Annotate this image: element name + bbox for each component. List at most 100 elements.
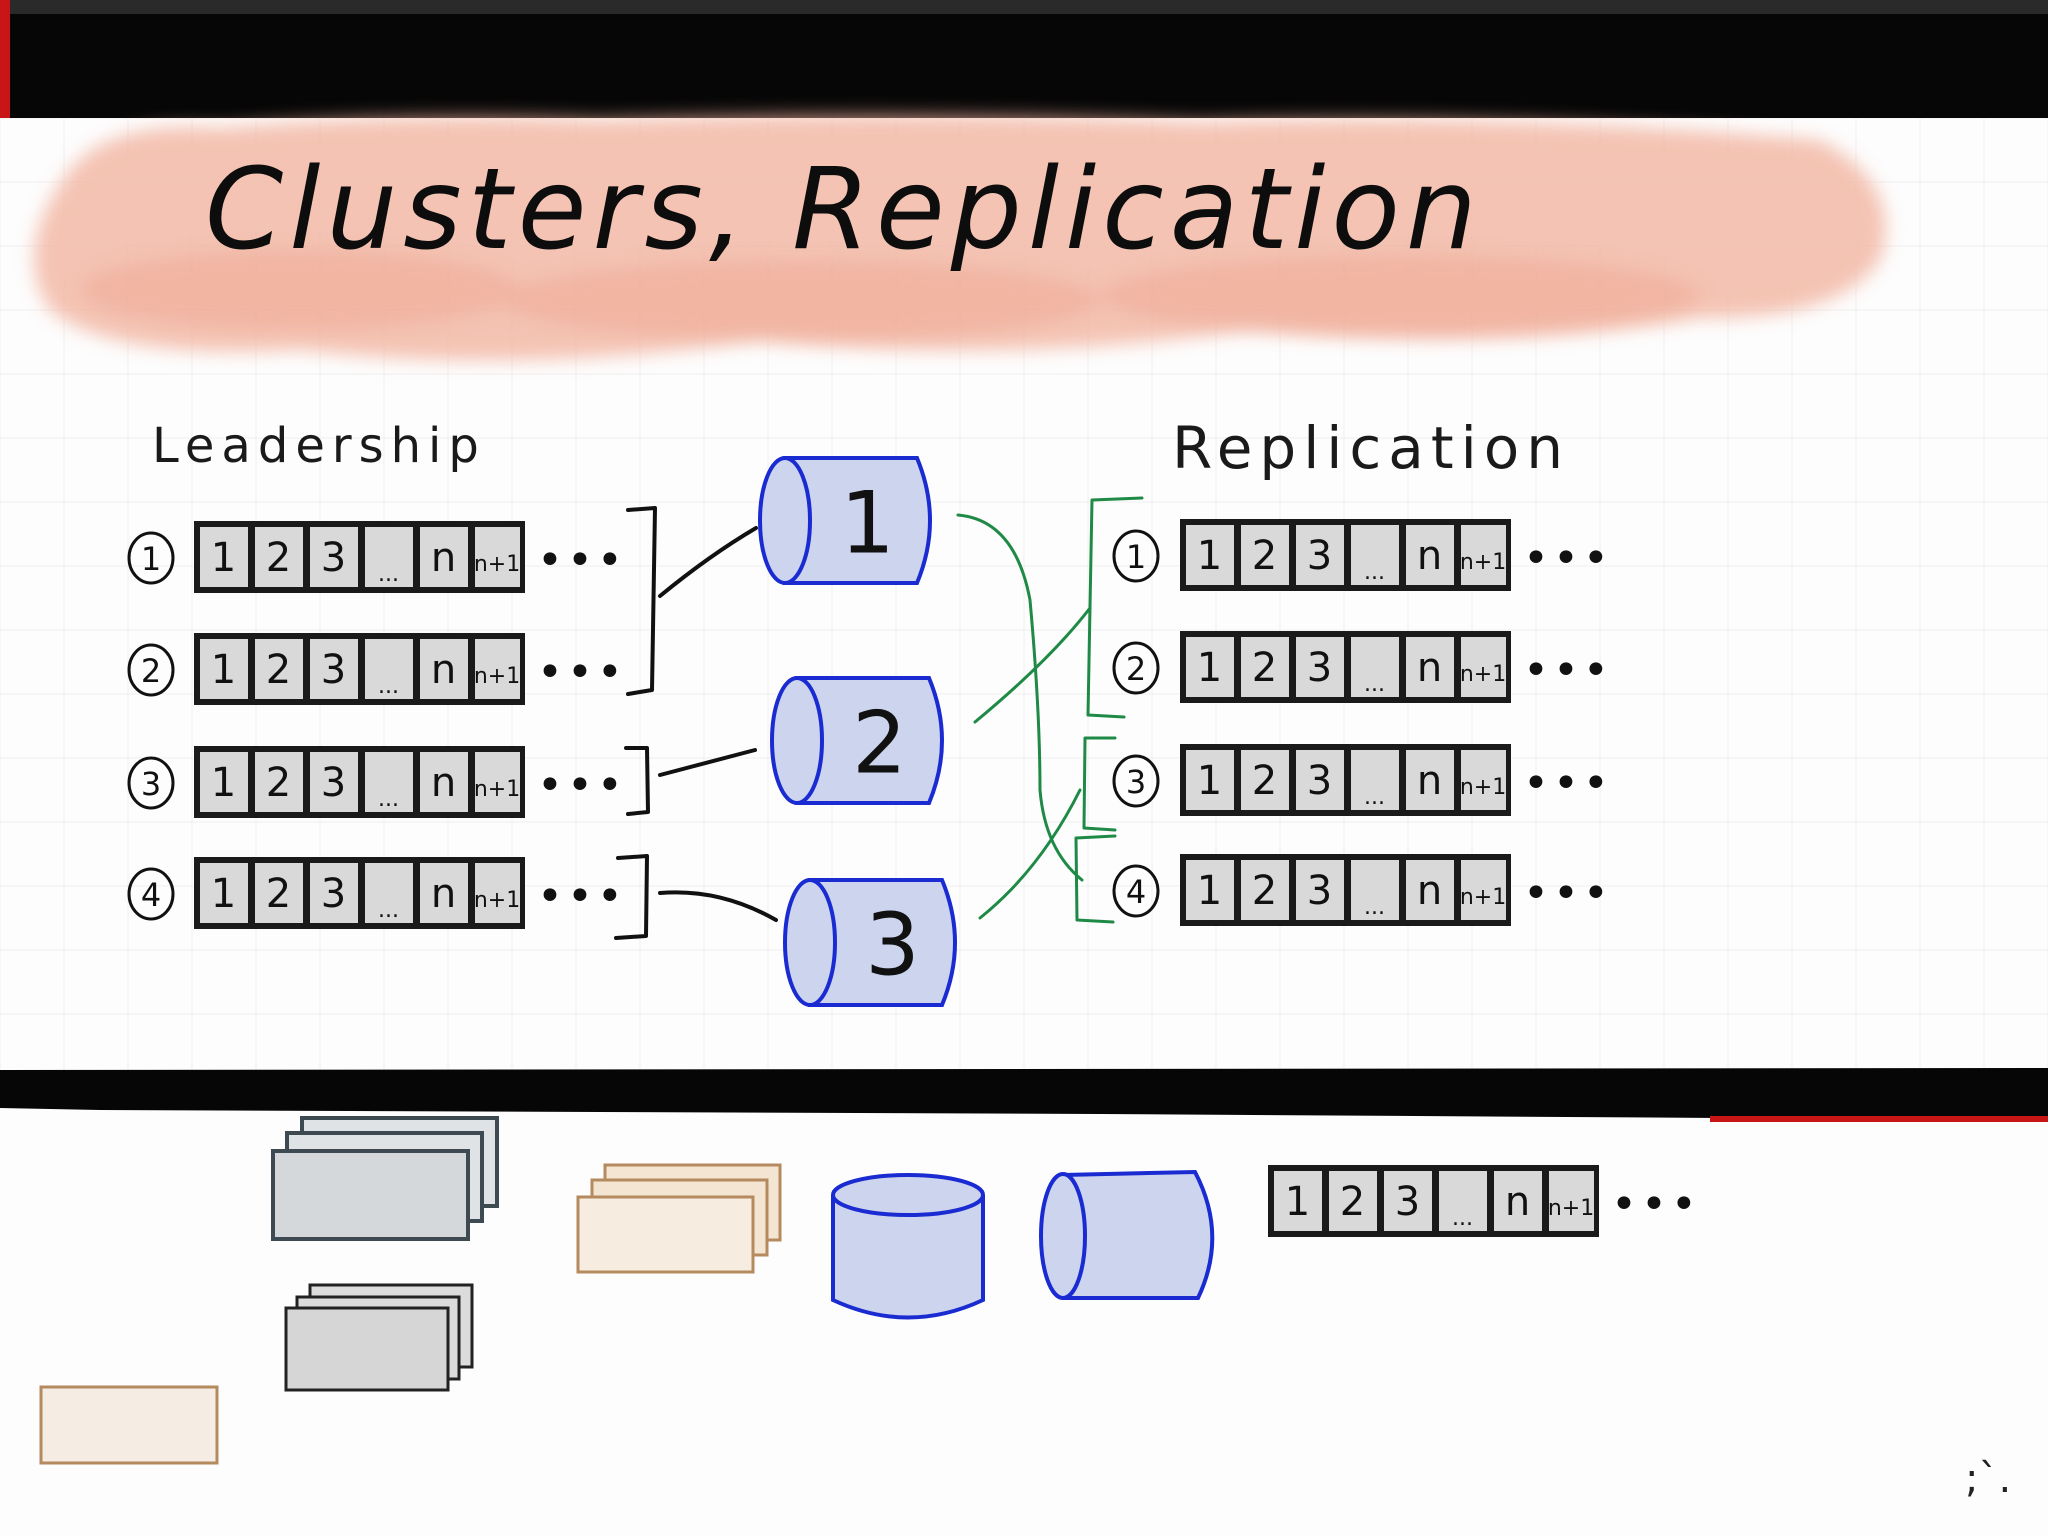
log-cell-label: 3: [1307, 533, 1332, 579]
log-cell: [1186, 860, 1234, 920]
log-cell: [255, 752, 303, 812]
log-cell: [1461, 750, 1506, 810]
log-cell-label: n: [431, 871, 456, 917]
log-cell-label: ...: [1364, 672, 1385, 697]
broker-3: 3: [783, 878, 957, 1007]
log-cell-label: 3: [1307, 645, 1332, 691]
log-cell-label: 1: [211, 535, 236, 581]
log-cell: [1296, 750, 1344, 810]
log-cell-label: 2: [1340, 1179, 1365, 1225]
log-cell: [200, 527, 248, 587]
bottom-black-bar: [0, 1068, 2048, 1122]
log-ellipsis: •••: [537, 535, 627, 586]
log-cell-label: ...: [378, 898, 399, 923]
log-cell-label: 1: [1197, 868, 1222, 914]
partition-label: 2: [1126, 650, 1146, 688]
log-cell: [1241, 860, 1289, 920]
top-black-bar: [0, 0, 2048, 118]
log-cell-label: 2: [266, 760, 291, 806]
bracket-1-2: [626, 506, 657, 696]
leader-links: [614, 506, 778, 940]
partition-label: 3: [141, 765, 161, 803]
partition-label: 1: [141, 540, 161, 578]
log-cell-label: n+1: [1460, 885, 1506, 910]
log-cell: [475, 639, 520, 699]
log-cell-label: n+1: [1460, 662, 1506, 687]
log-cell: [365, 639, 413, 699]
log-cell-label: 1: [211, 871, 236, 917]
page-title: Clusters, Replication: [205, 145, 1483, 275]
log-cell-label: 1: [211, 760, 236, 806]
partition-badge-left-2: 2: [127, 643, 175, 697]
broker-label: 3: [865, 896, 920, 996]
log-cell-label: n+1: [474, 552, 520, 577]
log-cell-label: n+1: [1460, 550, 1506, 575]
log-cell-label: 3: [321, 760, 346, 806]
log-cell-label: 3: [321, 647, 346, 693]
log-ellipsis: •••: [1523, 868, 1613, 919]
log-cell: [1186, 637, 1234, 697]
log-cell-label: n+1: [1460, 775, 1506, 800]
log-cell-label: n+1: [1548, 1196, 1594, 1221]
log-ellipsis: •••: [1611, 1179, 1701, 1230]
palette-vertical-cylinder: [831, 1173, 985, 1320]
log-cell: [420, 639, 468, 699]
log-cell-label: ...: [1364, 785, 1385, 810]
log-cell-label: 2: [1252, 758, 1277, 804]
log-cell-label: 3: [321, 871, 346, 917]
log-cell-label: n: [1417, 758, 1442, 804]
log-ellipsis: •••: [1523, 758, 1613, 809]
log-cell: [420, 752, 468, 812]
broker-label: 1: [840, 474, 895, 574]
log-cell: [200, 863, 248, 923]
log-cell: [1296, 637, 1344, 697]
log-cell: [1241, 525, 1289, 585]
link-broker-2: [658, 748, 757, 777]
log-cell-label: ...: [378, 562, 399, 587]
log-cell-label: 2: [266, 871, 291, 917]
partition-badge-right-1: 1: [1112, 529, 1160, 583]
log-cell-label: 3: [1307, 868, 1332, 914]
log-cell: [475, 863, 520, 923]
log-cell-label: n: [1417, 645, 1442, 691]
log-cell-label: 2: [1252, 645, 1277, 691]
log-cell-label: n+1: [474, 664, 520, 689]
bracket-3: [624, 746, 650, 816]
replica-bracket-4: [1074, 834, 1117, 924]
partition-label: 2: [141, 652, 161, 690]
log-cell: [475, 752, 520, 812]
log-cell-label: 2: [1252, 868, 1277, 914]
log-cell-label: n: [1417, 868, 1442, 914]
partition-label: 4: [1126, 873, 1146, 911]
partition-badge-right-3: 3: [1112, 754, 1160, 808]
log-cell-label: n+1: [474, 777, 520, 802]
log-cell: [1384, 1171, 1432, 1231]
log-cell-label: 1: [211, 647, 236, 693]
partition-badge-left-3: 3: [127, 756, 175, 810]
log-cell-label: 2: [266, 647, 291, 693]
log-cell: [1186, 525, 1234, 585]
log-cell: [1549, 1171, 1594, 1231]
log-cell: [365, 527, 413, 587]
log-cell-label: 1: [1197, 645, 1222, 691]
log-cell-label: 2: [266, 535, 291, 581]
log-cell: [1439, 1171, 1487, 1231]
log-cell: [1241, 750, 1289, 810]
link-broker-1: [658, 526, 758, 598]
log-cell: [365, 752, 413, 812]
replica-links: [956, 496, 1144, 924]
log-cell: [310, 527, 358, 587]
log-cell: [1461, 637, 1506, 697]
log-cell: [255, 863, 303, 923]
broker-label: 2: [852, 694, 907, 794]
log-cell-label: ...: [1452, 1206, 1473, 1231]
log-cell: [1186, 750, 1234, 810]
log-cell: [1461, 860, 1506, 920]
log-cell-label: 1: [1197, 533, 1222, 579]
log-cell: [1406, 525, 1454, 585]
log-cell: [1406, 750, 1454, 810]
